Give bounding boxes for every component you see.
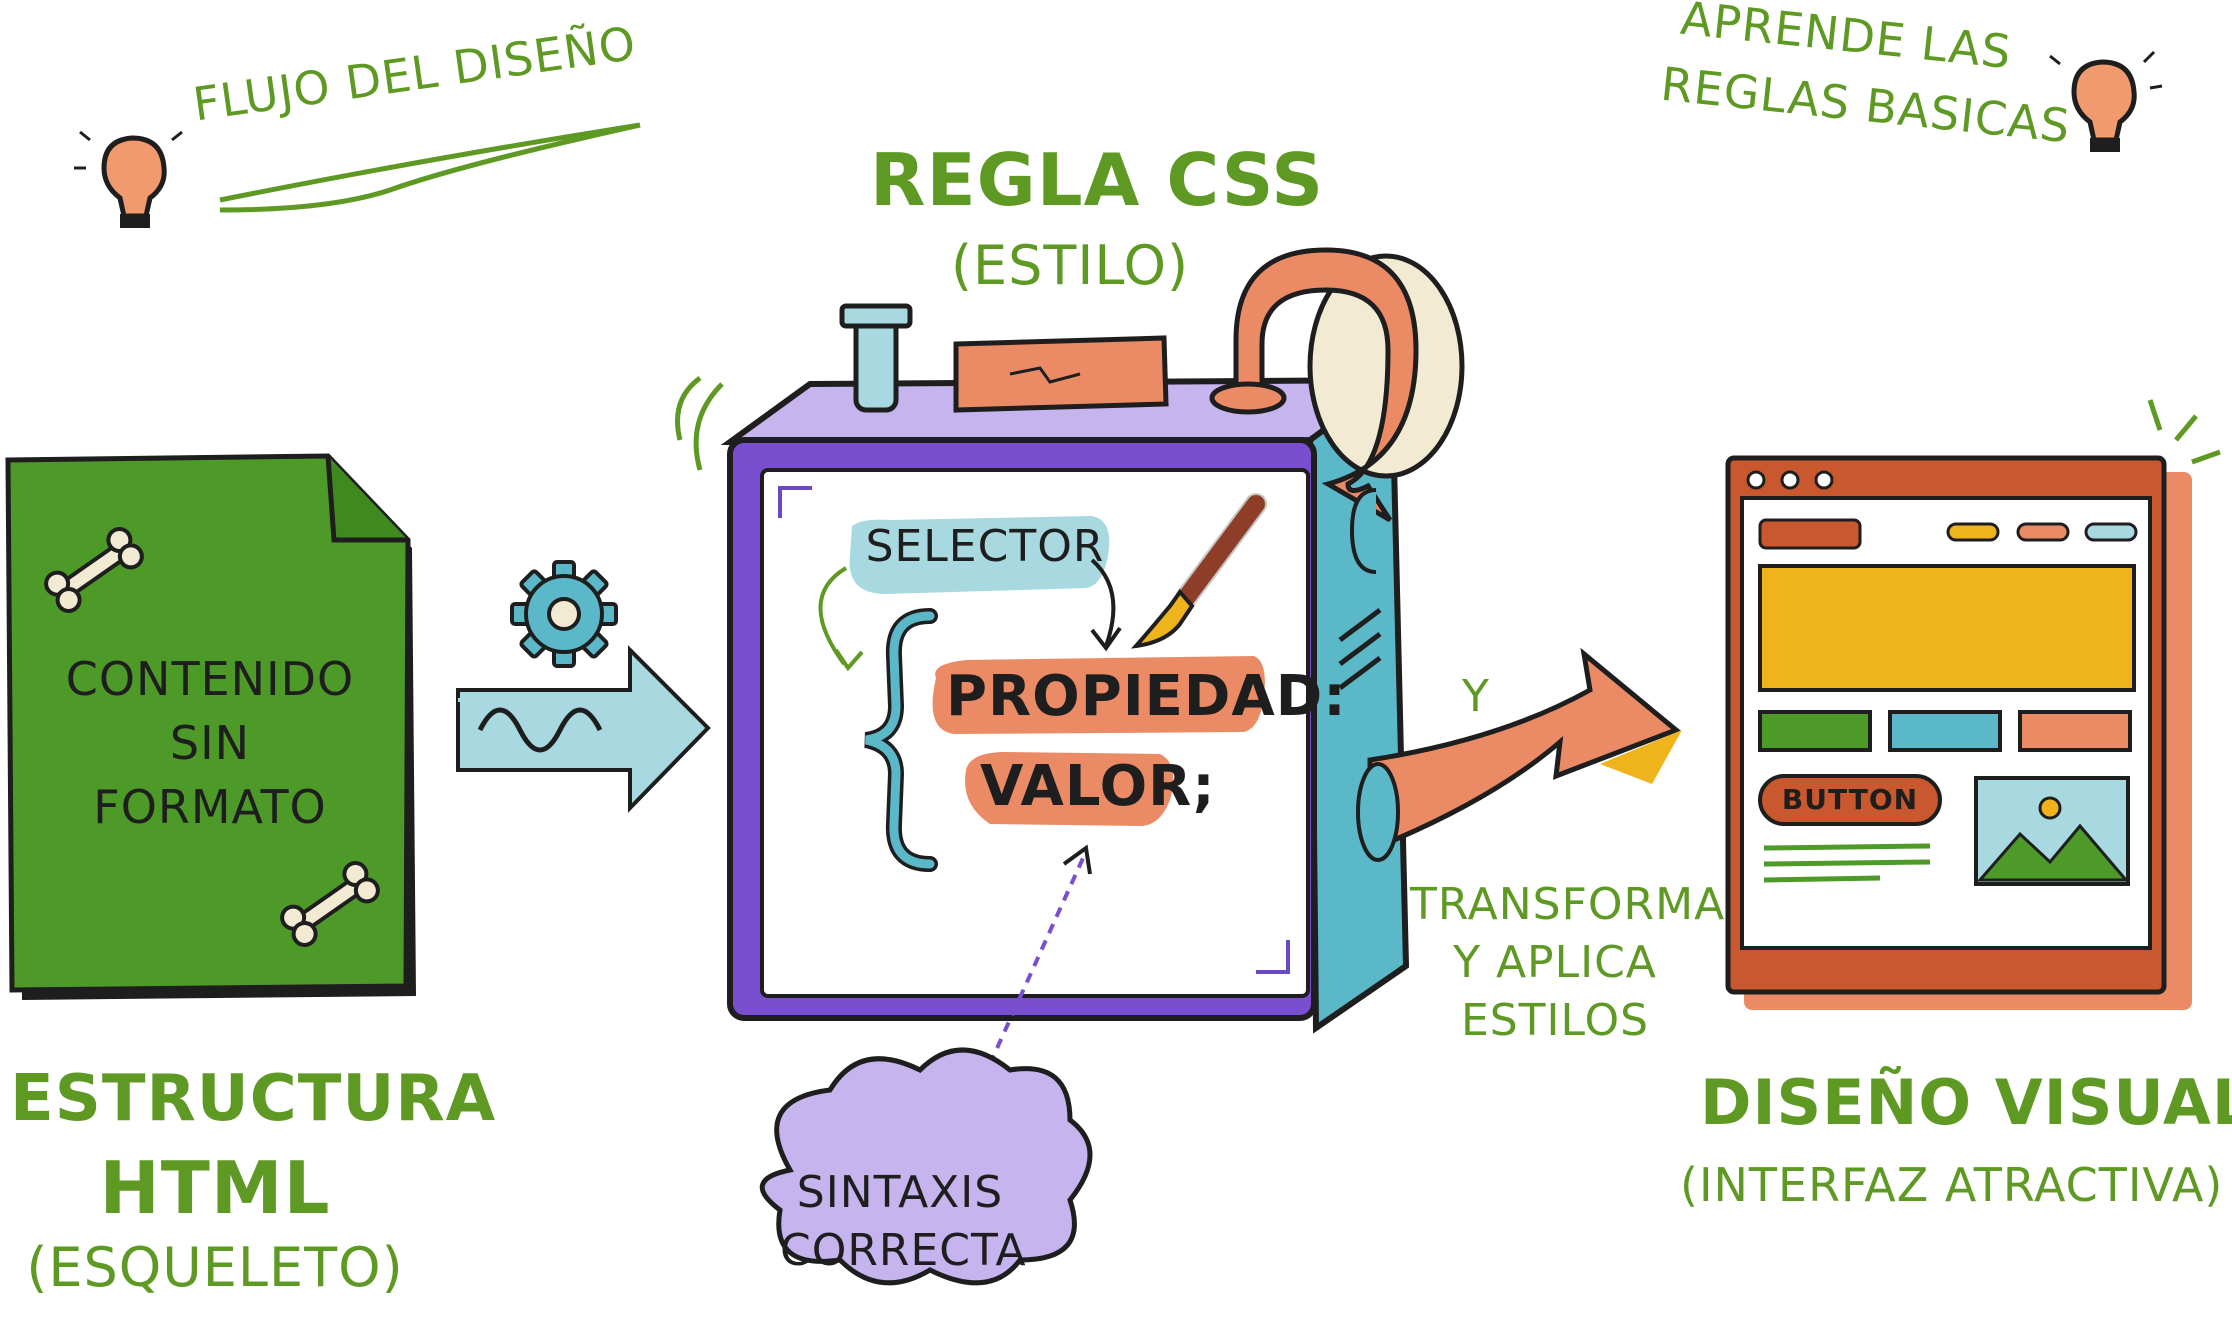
bone-icon-bottom bbox=[280, 861, 380, 947]
syntax-line2: CORRECTA bbox=[780, 1225, 1027, 1276]
html-structure-label-line3: (ESQUELETO) bbox=[26, 1236, 404, 1299]
syntax-cloud bbox=[759, 1047, 1093, 1286]
gear-icon bbox=[510, 560, 618, 668]
selector-label: SELECTOR bbox=[865, 521, 1105, 572]
value-highlight bbox=[965, 752, 1174, 826]
lightbulb-icon-right bbox=[2049, 50, 2163, 152]
css-rule-subtitle: (ESTILO) bbox=[950, 234, 1190, 297]
pipe-icon bbox=[1209, 247, 1465, 574]
syntax-line1: SINTAXIS bbox=[796, 1167, 1004, 1218]
flow-title-underline bbox=[219, 122, 641, 213]
sparkle-lines bbox=[2147, 399, 2221, 465]
bone-icon-top bbox=[44, 527, 144, 613]
html-structure-label-line2: HTML bbox=[99, 1146, 331, 1230]
brick-icon bbox=[953, 335, 1169, 413]
transform-y: Y bbox=[1462, 671, 1490, 722]
transform-line1: TRANSFORMA bbox=[1410, 879, 1726, 930]
doc-content-line3: FORMATO bbox=[93, 780, 327, 834]
selector-highlight bbox=[849, 516, 1110, 594]
html-structure-label-line1: ESTRUCTURA bbox=[10, 1062, 497, 1136]
property-highlight bbox=[932, 656, 1265, 734]
visual-design-title: DISEÑO VISUAL bbox=[1700, 1066, 2232, 1139]
transform-line3: ESTILOS bbox=[1460, 995, 1650, 1046]
paint-brush-icon bbox=[1130, 493, 1267, 649]
visual-design-subtitle: (INTERFAZ ATRACTIVA) bbox=[1680, 1158, 2224, 1212]
lightbulb-icon-left bbox=[74, 130, 183, 228]
selector-arrow-right bbox=[1090, 558, 1116, 647]
doc-content-line1: CONTENIDO bbox=[65, 652, 355, 706]
value-label: VALOR; bbox=[980, 754, 1216, 819]
transform-line2: Y APLICA bbox=[1453, 937, 1657, 988]
syntax-dotted-arrow bbox=[958, 855, 1086, 1131]
css-rule-title: REGLA CSS bbox=[870, 138, 1325, 222]
selector-arrow-left bbox=[818, 566, 848, 666]
input-arrow-icon bbox=[456, 645, 711, 813]
output-arrow-icon bbox=[1356, 647, 1682, 862]
test-tube-icon bbox=[839, 303, 913, 413]
property-label: PROPIEDAD: bbox=[946, 664, 1347, 729]
browser-mockup bbox=[1725, 455, 2192, 1010]
html-document-icon bbox=[5, 453, 416, 1000]
doc-content-line2: SIN bbox=[169, 716, 251, 770]
browser-button-label: BUTTON bbox=[1781, 783, 1919, 816]
